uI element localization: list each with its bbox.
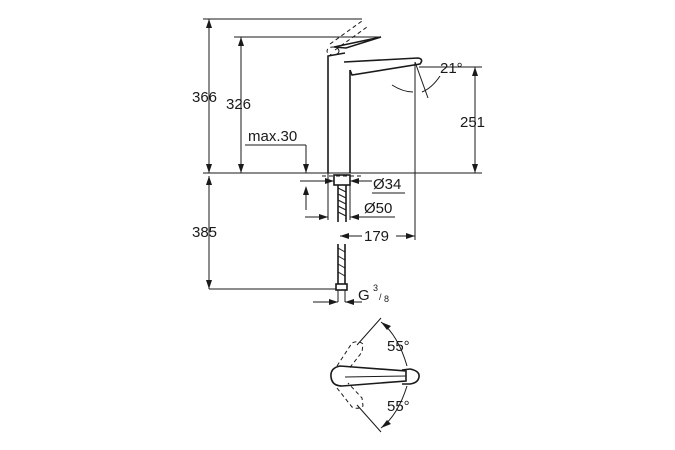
dim-g-num: 3: [373, 283, 378, 293]
lever-handle: [333, 36, 382, 49]
dim-179: 179: [364, 228, 389, 245]
spout: [343, 57, 423, 76]
angle-55-bottom: 55°: [387, 398, 410, 415]
svg-text:/: /: [379, 292, 382, 302]
dim-max30: max.30: [248, 128, 297, 145]
dim-251: 251: [460, 114, 485, 131]
dim-326: 326: [226, 96, 251, 113]
hose-connector: [335, 283, 348, 291]
mounting-nut: [333, 174, 351, 186]
spout-top: [401, 368, 420, 385]
dim-o50: Ø50: [364, 200, 392, 217]
dim-366: 366: [192, 89, 217, 106]
side-view: 366 326 max.30 21° 251 Ø34: [192, 18, 485, 305]
angle-21: 21°: [440, 60, 463, 77]
faucet-body: [327, 52, 351, 173]
dim-o34: Ø34: [373, 176, 401, 193]
lever-right-position: [336, 382, 364, 409]
top-view: 55° 55°: [330, 317, 420, 433]
dim-385: 385: [192, 224, 217, 241]
dim-g-den: 8: [384, 294, 389, 304]
dim-g: G: [358, 287, 370, 304]
angle-55-top: 55°: [387, 338, 410, 355]
lever-open-position: [329, 20, 368, 51]
lever-top: [330, 365, 407, 387]
